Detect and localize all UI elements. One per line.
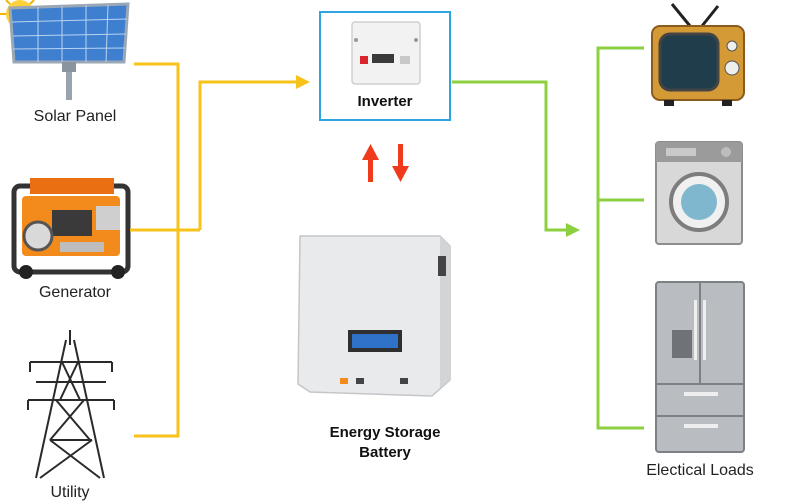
battery-label-line1: Energy Storage (329, 424, 441, 441)
output-lines (452, 46, 644, 430)
utility-label: Utility (50, 484, 90, 501)
loads-label: Electical Loads (646, 462, 754, 479)
inverter-label: Inverter (357, 93, 413, 110)
charge-discharge-arrows (362, 144, 409, 182)
generator-label: Generator (38, 284, 112, 301)
input-arrow-head (296, 75, 310, 89)
battery-label-line2: Battery (359, 444, 411, 461)
refrigerator-icon (655, 281, 745, 453)
tv-icon (651, 3, 745, 106)
output-arrow-head (566, 223, 580, 237)
solar-panel-icon (0, 0, 130, 100)
generator-icon (11, 178, 131, 279)
inverter-icon (351, 21, 421, 85)
solar-panel-label: Solar Panel (33, 108, 117, 125)
input-lines (130, 62, 296, 438)
utility-tower-icon (27, 330, 115, 479)
washing-machine-icon (655, 141, 743, 245)
battery-icon (297, 235, 451, 397)
